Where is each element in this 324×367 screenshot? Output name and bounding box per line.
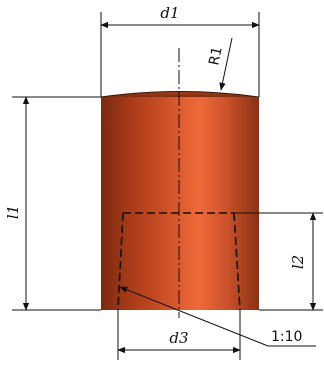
r1-label: R1 [206, 45, 226, 67]
d3-label: d3 [169, 329, 188, 347]
dimension-l2 [234, 212, 323, 311]
leader-r1 [219, 37, 233, 91]
d1-label: d1 [160, 4, 179, 22]
dimension-l1 [12, 96, 101, 311]
cylinder-body [100, 91, 260, 310]
l2-label: l2 [289, 255, 307, 269]
l1-label: l1 [4, 205, 22, 219]
dimension-d1 [100, 12, 260, 97]
taper-bore [117, 212, 241, 311]
leader-taper [119, 286, 316, 347]
taper-label: 1:10 [271, 329, 302, 345]
